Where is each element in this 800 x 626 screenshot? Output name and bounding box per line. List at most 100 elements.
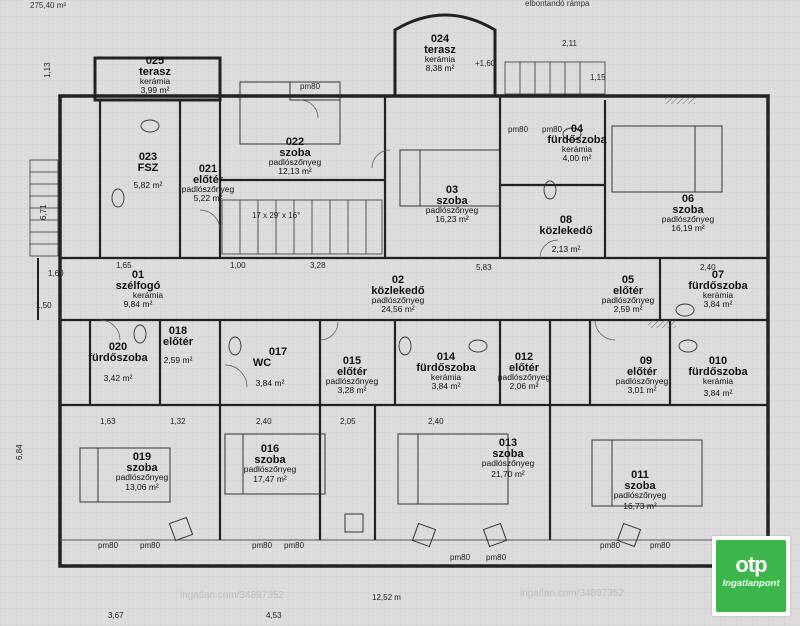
svg-text:3,28 m²: 3,28 m² [338,385,367,395]
svg-text:kerámia: kerámia [703,290,734,300]
dimension-label: 1,15 [590,73,606,82]
svg-text:padlószőnyeg: padlószőnyeg [614,490,667,500]
svg-text:előtér: előtér [163,336,194,348]
svg-text:24,56 m²: 24,56 m² [381,304,415,314]
svg-text:2,59 m²: 2,59 m² [164,355,193,365]
svg-text:pm80: pm80 [450,553,471,562]
dimension-label: 4,53 [266,611,282,620]
otp-ingatlanpont-logo: otp Ingatlanpont [712,536,790,616]
svg-text:2,13 m²: 2,13 m² [552,244,581,254]
svg-text:pm80: pm80 [600,541,621,550]
logo-badge: otp Ingatlanpont [716,540,786,612]
svg-text:pm80: pm80 [284,541,305,550]
svg-text:3,01 m²: 3,01 m² [628,385,657,395]
svg-text:018: 018 [169,325,187,337]
svg-text:012: 012 [515,351,533,363]
svg-text:16,19 m²: 16,19 m² [671,223,705,233]
svg-text:előtér: előtér [613,285,644,297]
svg-text:pm80: pm80 [252,541,273,550]
svg-text:terasz: terasz [139,66,171,78]
dimension-label: 1,63 [100,417,116,426]
logo-mark: otp [735,552,767,577]
svg-text:21,70 m²: 21,70 m² [491,469,525,479]
dimension-label: 2,05 [340,417,356,426]
svg-text:pm80: pm80 [508,125,529,134]
svg-text:9,84 m²: 9,84 m² [124,299,153,309]
svg-text:08: 08 [560,214,572,226]
svg-text:padlószőnyeg: padlószőnyeg [498,372,551,382]
stairs-top [504,61,606,95]
dimension-label: 2,11 [562,39,578,48]
svg-text:WC: WC [253,357,271,369]
svg-text:020: 020 [109,341,127,353]
svg-text:padlószőnyeg: padlószőnyeg [616,376,669,386]
dimension-label: 1,60 [48,269,64,278]
svg-text:8,38 m²: 8,38 m² [426,63,455,73]
svg-text:025: 025 [146,55,164,67]
svg-text:szoba: szoba [254,454,286,466]
furniture-beds [79,81,723,507]
svg-text:017: 017 [269,346,287,358]
svg-text:padlószőnyeg: padlószőnyeg [269,157,322,167]
svg-text:előtér: előtér [337,366,368,378]
svg-text:szoba: szoba [624,480,656,492]
svg-text:előtér: előtér [193,174,224,186]
svg-text:03: 03 [446,184,458,196]
svg-text:fürdőszoba: fürdőszoba [688,280,748,292]
svg-text:padlószőnyeg: padlószőnyeg [482,458,535,468]
svg-text:3,42 m²: 3,42 m² [104,373,133,383]
svg-text:fürdőszoba: fürdőszoba [547,134,607,146]
svg-text:pm80: pm80 [542,125,563,134]
svg-text:előtér: előtér [509,362,540,374]
svg-text:022: 022 [286,136,304,148]
svg-text:3,84 m²: 3,84 m² [256,378,285,388]
watermark: ingatlan.com/34897352 [520,588,624,599]
dimension-label: 12,52 m [372,593,401,602]
svg-text:16,23 m²: 16,23 m² [435,214,469,224]
dimension-labels: 1,13 2,11 6,71 1,60 1,50 1,65 1,00 3,28 … [15,39,716,620]
logo-subtitle: Ingatlanpont [722,578,780,589]
svg-text:padlószőnyeg: padlószőnyeg [426,205,479,215]
svg-text:padlószőnyeg: padlószőnyeg [372,295,425,305]
svg-text:015: 015 [343,355,361,367]
svg-text:szoba: szoba [126,462,158,474]
dimension-label: +1,60 [475,59,496,68]
svg-text:024: 024 [431,33,450,45]
svg-text:közlekedő: közlekedő [371,285,424,297]
dimension-label: 3,28 [310,261,326,270]
svg-text:3,99 m²: 3,99 m² [141,85,170,95]
door-swings [99,99,616,388]
hatched-wall [648,320,676,328]
svg-text:kerámia: kerámia [703,376,734,386]
svg-text:01: 01 [132,269,144,281]
top-note-area: 275,40 m² [30,1,66,10]
stairs-left [29,159,59,257]
dimension-label: 6,84 [15,444,24,460]
svg-text:3,84 m²: 3,84 m² [704,388,733,398]
dimension-label: 1,13 [43,62,52,78]
svg-text:014: 014 [437,351,456,363]
dimension-label: 17 x 29' x 16° [252,211,300,220]
svg-text:előtér: előtér [627,366,658,378]
svg-text:szoba: szoba [279,147,311,159]
svg-text:02: 02 [392,274,404,286]
svg-text:pm80: pm80 [98,541,119,550]
